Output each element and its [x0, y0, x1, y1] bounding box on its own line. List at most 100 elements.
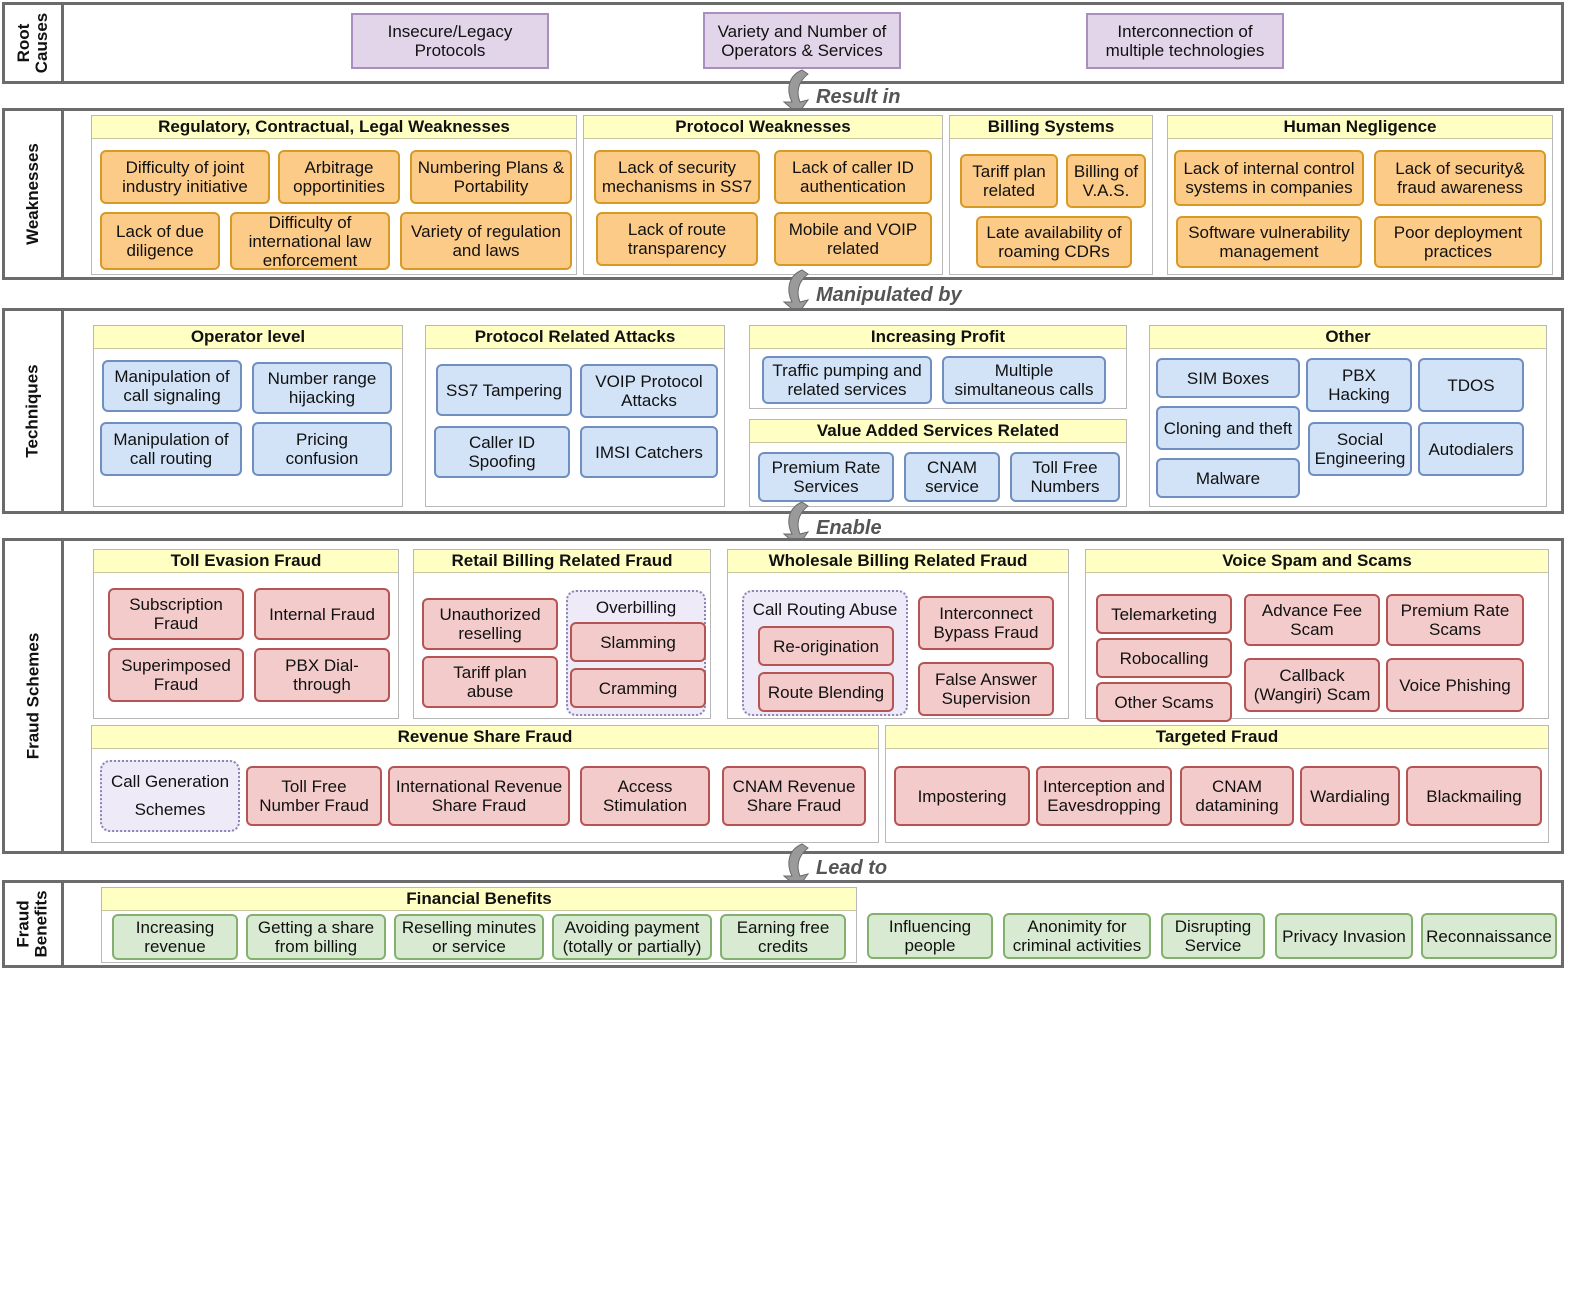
fraud-route-blending: Route Blending [758, 672, 894, 712]
group-title: Voice Spam and Scams [1086, 550, 1548, 573]
fraud-toll-free-number: Toll Free Number Fraud [246, 766, 382, 826]
group-title: Regulatory, Contractual, Legal Weaknesse… [92, 116, 576, 139]
group-title: Protocol Related Attacks [426, 326, 724, 349]
weakness-internal-control: Lack of internal control systems in comp… [1174, 150, 1364, 206]
fraud-interconnect-bypass: Interconnect Bypass Fraud [918, 596, 1054, 650]
benefit-anonimity: Anonimity for criminal activities [1003, 913, 1151, 959]
group-protocol-attacks: Protocol Related Attacks SS7 Tampering V… [425, 325, 725, 507]
weakness-mobile-voip: Mobile and VOIP related [774, 212, 932, 266]
technique-pbx-hacking: PBX Hacking [1306, 358, 1412, 412]
technique-number-hijacking: Number range hijacking [252, 362, 392, 414]
group-financial-benefits: Financial Benefits Increasing revenue Ge… [101, 887, 857, 963]
group-title: Billing Systems [950, 116, 1152, 139]
group-toll-evasion: Toll Evasion Fraud Subscription Fraud In… [93, 549, 399, 719]
fraud-superimposed: Superimposed Fraud [108, 648, 244, 702]
weakness-due-diligence: Lack of due diligence [100, 212, 220, 270]
fraud-cnam-datamining: CNAM datamining [1180, 766, 1294, 826]
band-weaknesses: Weaknesses Regulatory, Contractual, Lega… [2, 108, 1564, 280]
fraud-cramming: Cramming [570, 668, 706, 708]
weakness-variety-regulation: Variety of regulation and laws [400, 212, 572, 270]
fraud-interception: Interception and Eavesdropping [1036, 766, 1172, 826]
group-human-negligence: Human Negligence Lack of internal contro… [1167, 115, 1553, 275]
group-title: Increasing Profit [750, 326, 1126, 349]
fraud-robocalling: Robocalling [1096, 638, 1232, 678]
band-label-weaknesses: Weaknesses [5, 111, 64, 277]
group-title: Protocol Weaknesses [584, 116, 942, 139]
benefit-reconnaissance: Reconnaissance [1421, 913, 1557, 959]
technique-call-routing: Manipulation of call routing [100, 422, 242, 476]
weakness-tariff-plan: Tariff plan related [960, 154, 1058, 208]
technique-traffic-pumping: Traffic pumping and related services [762, 356, 932, 404]
band-label-techniques: Techniques [5, 311, 64, 511]
fraud-other-scams: Other Scams [1096, 682, 1232, 722]
fraud-premium-rate-scams: Premium Rate Scams [1386, 594, 1524, 646]
group-retail-billing: Retail Billing Related Fraud Unauthorize… [413, 549, 711, 719]
weakness-late-cdrs: Late availability of roaming CDRs [976, 216, 1132, 268]
connector-lead-to: Lead to [816, 857, 888, 879]
overbilling-label: Overbilling [595, 598, 677, 617]
fraud-impostering: Impostering [894, 766, 1030, 826]
weakness-software-vuln: Software vulnerability management [1176, 216, 1362, 268]
benefit-influencing-people: Influencing people [867, 913, 993, 959]
benefit-reselling-minutes: Reselling minutes or service [394, 914, 544, 960]
technique-caller-id-spoofing: Caller ID Spoofing [434, 426, 570, 478]
band-label-fraud-benefits: Fraud Benefits [5, 883, 64, 965]
band-root-causes: Root Causes Insecure/Legacy Protocols Va… [2, 2, 1564, 84]
benefit-privacy-invasion: Privacy Invasion [1275, 913, 1413, 959]
technique-simultaneous-calls: Multiple simultaneous calls [942, 356, 1106, 404]
root-cause-insecure-protocols: Insecure/Legacy Protocols [351, 13, 549, 69]
group-title: Human Negligence [1168, 116, 1552, 139]
connector-result-in: Result in [816, 86, 901, 108]
fraud-internal: Internal Fraud [254, 588, 390, 640]
fraud-false-answer: False Answer Supervision [918, 662, 1054, 716]
fraud-tariff-abuse: Tariff plan abuse [422, 656, 558, 708]
connector-enable: Enable [816, 517, 882, 539]
technique-voip-attacks: VOIP Protocol Attacks [580, 364, 718, 418]
weakness-route-transparency: Lack of route transparency [596, 212, 758, 266]
weakness-intl-law: Difficulty of international law enforcem… [230, 212, 390, 270]
band-fraud-schemes: Fraud Schemes Toll Evasion Fraud Subscri… [2, 538, 1564, 854]
call-generation-label: Call Generation Schemes [110, 772, 230, 819]
weakness-billing-vas: Billing of V.A.S. [1066, 154, 1146, 208]
group-protocol-weaknesses: Protocol Weaknesses Lack of security mec… [583, 115, 943, 275]
group-title: Wholesale Billing Related Fraud [728, 550, 1068, 573]
fraud-voice-phishing: Voice Phishing [1386, 658, 1524, 712]
fraud-blackmailing: Blackmailing [1406, 766, 1542, 826]
fraud-subscription: Subscription Fraud [108, 588, 244, 640]
group-call-generation: Call Generation Schemes [100, 760, 240, 832]
technique-tdos: TDOS [1418, 358, 1524, 412]
technique-call-signaling: Manipulation of call signaling [102, 360, 242, 412]
group-targeted-fraud: Targeted Fraud Impostering Interception … [885, 725, 1549, 843]
technique-ss7-tampering: SS7 Tampering [436, 364, 572, 416]
technique-social-engineering: Social Engineering [1308, 422, 1412, 476]
group-title: Toll Evasion Fraud [94, 550, 398, 573]
benefit-avoiding-payment: Avoiding payment (totally or partially) [552, 914, 712, 960]
technique-malware: Malware [1156, 458, 1300, 498]
group-regulatory-weaknesses: Regulatory, Contractual, Legal Weaknesse… [91, 115, 577, 275]
benefit-share-billing: Getting a share from billing [246, 914, 386, 960]
group-billing-systems: Billing Systems Tariff plan related Bill… [949, 115, 1153, 275]
technique-premium-rate: Premium Rate Services [758, 452, 894, 502]
curved-arrow-icon [782, 269, 810, 315]
group-vas-related: Value Added Services Related Premium Rat… [749, 419, 1127, 507]
technique-autodialers: Autodialers [1418, 422, 1524, 476]
benefit-increasing-revenue: Increasing revenue [112, 914, 238, 960]
group-title: Operator level [94, 326, 402, 349]
fraud-unauthorized-reselling: Unauthorized reselling [422, 598, 558, 650]
group-title: Retail Billing Related Fraud [414, 550, 710, 573]
fraud-wardialing: Wardialing [1300, 766, 1400, 826]
root-cause-variety-operators: Variety and Number of Operators & Servic… [703, 12, 901, 69]
band-techniques: Techniques Operator level Manipulation o… [2, 308, 1564, 514]
group-wholesale-billing: Wholesale Billing Related Fraud Call Rou… [727, 549, 1069, 719]
technique-imsi-catchers: IMSI Catchers [580, 426, 718, 478]
fraud-slamming: Slamming [570, 622, 706, 662]
weakness-numbering-plans: Numbering Plans & Portability [410, 150, 572, 204]
band-fraud-benefits: Fraud Benefits Financial Benefits Increa… [2, 880, 1564, 968]
technique-toll-free: Toll Free Numbers [1010, 452, 1120, 502]
curved-arrow-icon [782, 69, 810, 115]
fraud-pbx-dial-through: PBX Dial- through [254, 648, 390, 702]
benefit-free-credits: Earning free credits [720, 914, 846, 960]
technique-pricing-confusion: Pricing confusion [252, 422, 392, 476]
weakness-joint-industry: Difficulty of joint industry initiative [100, 150, 270, 204]
fraud-access-stimulation: Access Stimulation [580, 766, 710, 826]
